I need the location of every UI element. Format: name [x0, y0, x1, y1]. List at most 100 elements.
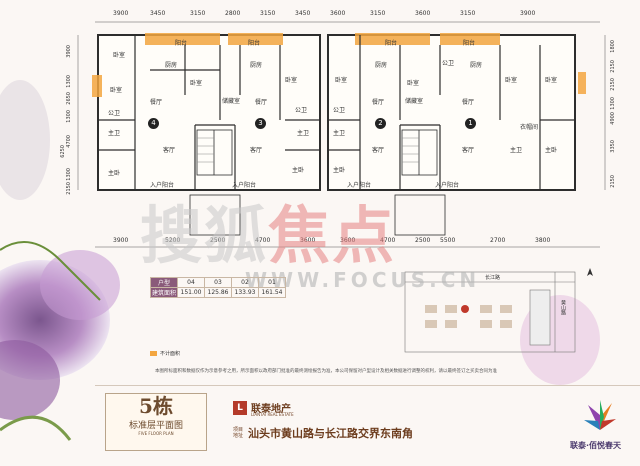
- room-label: 卧室: [335, 77, 348, 84]
- unit-number: 2: [375, 118, 386, 129]
- dim: 3600: [300, 237, 316, 244]
- dim: 2700: [490, 237, 506, 244]
- room-label: 主卫: [108, 130, 121, 137]
- right-dimension: 1300: [610, 97, 616, 110]
- right-dimension: 2150: [610, 78, 616, 91]
- dim: 2800: [225, 10, 241, 17]
- room-label: 厨房: [165, 62, 178, 69]
- room-label: 公卫: [333, 107, 346, 114]
- left-dimension: 1300: [66, 75, 72, 88]
- table-header: 04: [177, 277, 205, 288]
- room-label: 厨房: [250, 62, 263, 69]
- room-label: 客厅: [163, 147, 176, 154]
- table-row-label: 建筑面积: [150, 287, 178, 298]
- room-label: 餐厅: [462, 99, 475, 106]
- room-label: 入户阳台: [435, 182, 460, 189]
- developer-name: 联泰地产: [251, 404, 291, 415]
- top-dimensions: 3900 3450 3150 2800 3150 3450 3600 3150 …: [95, 10, 600, 22]
- right-dimension: 3350: [610, 140, 616, 153]
- left-dimension: 2650: [66, 92, 72, 105]
- address-label: 项目地址: [233, 427, 244, 439]
- left-dimension: 3900: [66, 45, 72, 58]
- room-label: 主卧: [333, 167, 346, 174]
- table-header: 01: [258, 277, 286, 288]
- room-label: 主卫: [510, 147, 523, 154]
- room-label: 卧室: [285, 77, 298, 84]
- table-cell: 133.93: [231, 287, 259, 298]
- right-dimension: 4900: [610, 112, 616, 125]
- dim: 3900: [113, 10, 129, 17]
- room-label: 主卧: [545, 147, 558, 154]
- table-header: 02: [231, 277, 259, 288]
- room-label: 入户阳台: [150, 182, 175, 189]
- building-number: 5栋: [139, 394, 173, 418]
- room-label: 客厅: [372, 147, 385, 154]
- unit-number: 1: [465, 118, 476, 129]
- dim: 3900: [520, 10, 536, 17]
- table-cell: 151.00: [177, 287, 205, 298]
- room-label: 衣帽间: [520, 124, 539, 131]
- legend: 不计面积: [150, 350, 180, 357]
- room-label: 餐厅: [372, 99, 385, 106]
- dim: 4700: [255, 237, 271, 244]
- right-dimension: 2150: [610, 60, 616, 73]
- bottom-dimensions: 3900 5200 2500 4700 3600 3600 4700 2500 …: [95, 237, 600, 249]
- dim: 3150: [460, 10, 476, 17]
- room-label: 卧室: [545, 77, 558, 84]
- dim: 3600: [330, 10, 346, 17]
- left-dimension: 1300: [66, 168, 72, 181]
- room-label: 阳台: [175, 40, 188, 47]
- room-label: 卧室: [110, 87, 123, 94]
- building-label: 5栋 标准层平面图 FIVE FLOOR PLAN: [105, 393, 207, 451]
- room-label: 卧室: [407, 80, 420, 87]
- brand-name: 联泰·佰悦春天: [570, 441, 622, 450]
- room-label: 主卫: [333, 130, 346, 137]
- dim: 3450: [150, 10, 166, 17]
- room-label: 入户阳台: [232, 182, 257, 189]
- dim: 3450: [295, 10, 311, 17]
- room-label: 客厅: [462, 147, 475, 154]
- developer-name-en: LIANTAI REAL ESTATE: [251, 412, 294, 417]
- area-table: 户型 04 03 02 01 建筑面积 151.00 125.86 133.93…: [150, 277, 286, 298]
- room-label: 餐厅: [255, 99, 268, 106]
- right-dimension: 2150: [610, 175, 616, 188]
- left-dimension: 1300: [66, 110, 72, 123]
- room-label: 阳台: [463, 40, 476, 47]
- table-header: 03: [204, 277, 232, 288]
- unit-number: 3: [255, 118, 266, 129]
- dim: 3800: [535, 237, 551, 244]
- brand-logo-icon: [584, 400, 616, 430]
- dim: 5200: [165, 237, 181, 244]
- room-label: 公卫: [442, 60, 455, 67]
- room-label: 卧室: [190, 80, 203, 87]
- room-label: 阳台: [248, 40, 261, 47]
- developer-logo-icon: L: [233, 400, 247, 415]
- room-label: 储藏室: [222, 98, 241, 105]
- unit-number: 4: [148, 118, 159, 129]
- dim: 3600: [415, 10, 431, 17]
- room-label: 厨房: [470, 62, 483, 69]
- dim: 3150: [190, 10, 206, 17]
- dim: 3600: [340, 237, 356, 244]
- dim: 3150: [370, 10, 386, 17]
- room-label: 餐厅: [150, 99, 163, 106]
- project-address: 项目地址 汕头市黄山路与长江路交界东南角: [233, 425, 413, 441]
- room-label: 公卫: [295, 107, 308, 114]
- dim: 5500: [440, 237, 456, 244]
- room-label: 厨房: [375, 62, 388, 69]
- room-label: 主卧: [108, 170, 121, 177]
- dim: 2500: [210, 237, 226, 244]
- disclaimer-note: 本图所标面积和数据仅作为示意参考之用，所示面积以政府部门批准的最终测绘报告为准，…: [155, 369, 497, 374]
- road-label: 长江路: [485, 275, 501, 281]
- dim: 3150: [260, 10, 276, 17]
- room-label: 储藏室: [405, 98, 424, 105]
- room-label: 入户阳台: [347, 182, 372, 189]
- table-cell: 161.54: [258, 287, 286, 298]
- table-cell: 125.86: [204, 287, 232, 298]
- legend-label: 不计面积: [160, 351, 181, 357]
- dim: 2500: [415, 237, 431, 244]
- dim: 4700: [380, 237, 396, 244]
- room-label: 卧室: [113, 52, 126, 59]
